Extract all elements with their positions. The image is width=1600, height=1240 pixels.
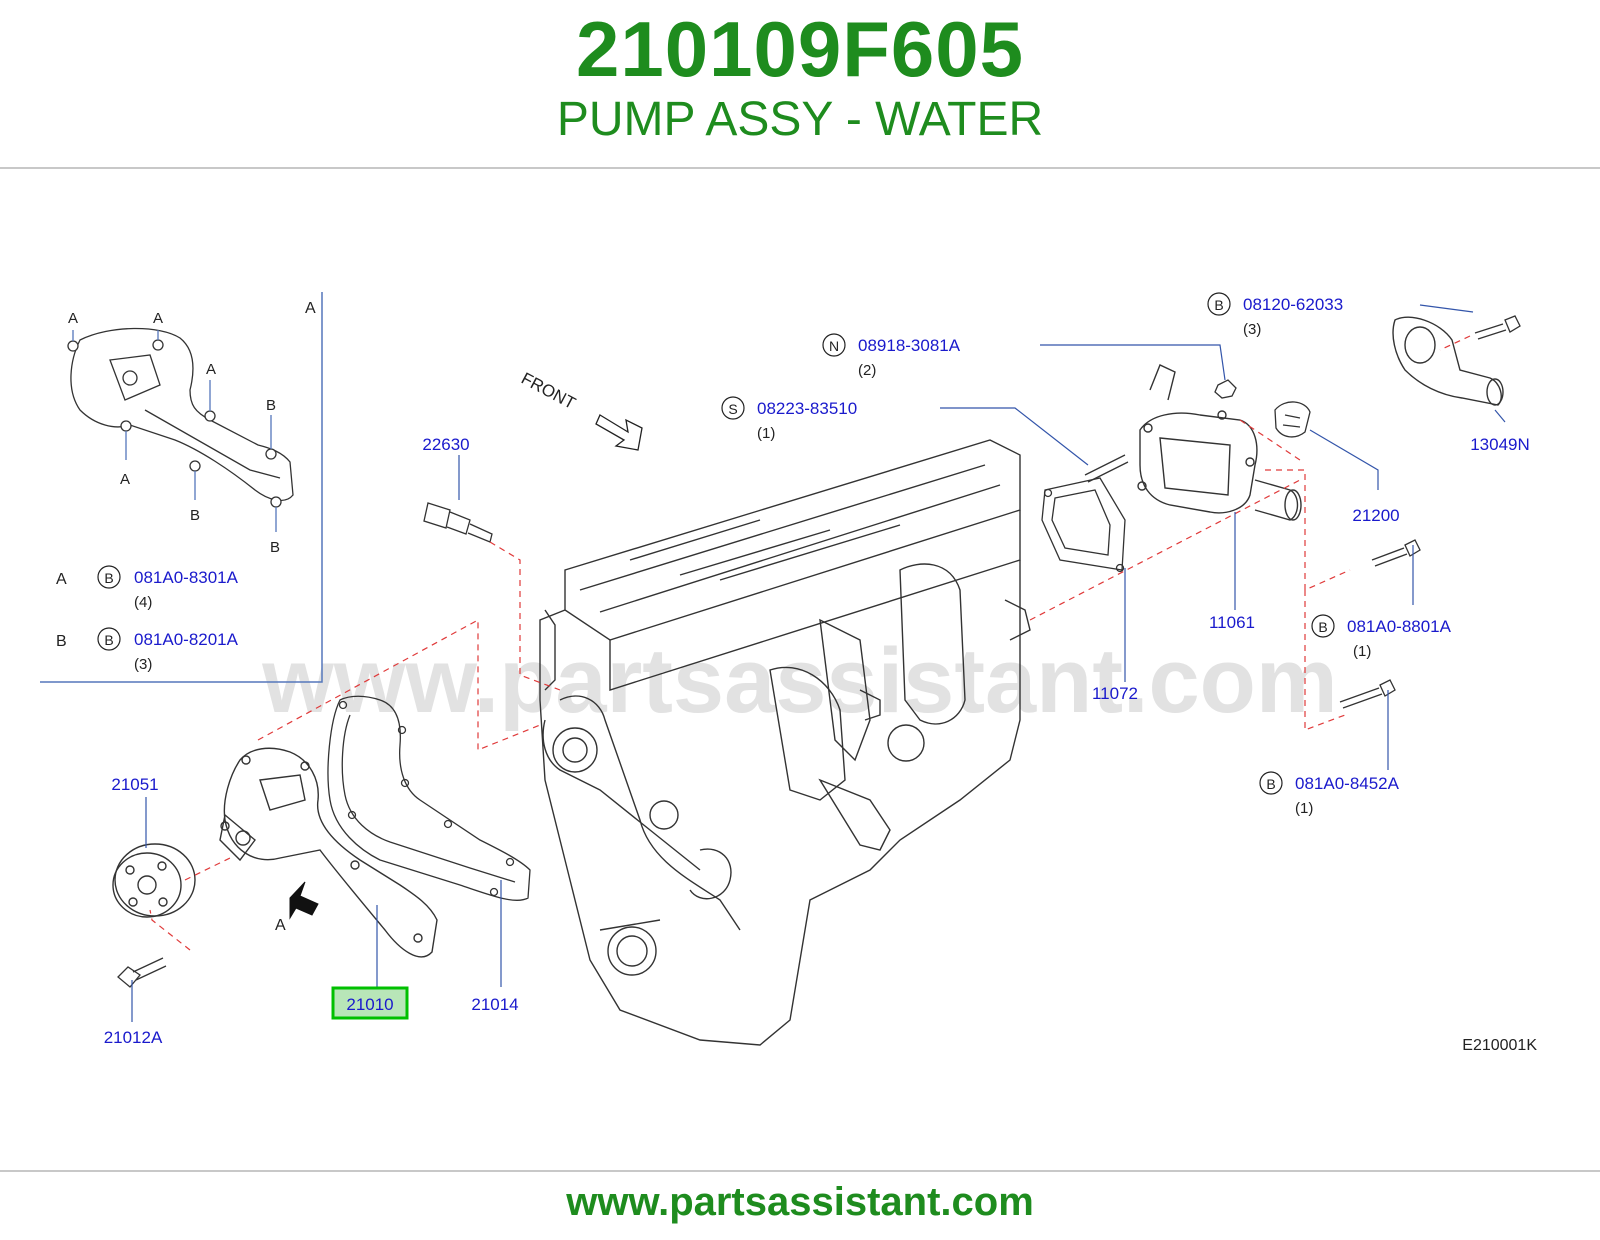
fastener-4-symbol-text: B <box>1318 619 1327 635</box>
fastener-4-part[interactable]: 081A0-8801A <box>1347 617 1452 636</box>
front-arrow-icon <box>595 414 643 451</box>
callout-11061[interactable]: 11061 <box>1209 613 1255 632</box>
callout-22630[interactable]: 22630 <box>422 435 469 454</box>
inset-legend-qty-a: (4) <box>134 594 152 611</box>
fastener-5-part[interactable]: 081A0-8452A <box>1295 774 1400 793</box>
part-number-title: 210109F605 <box>575 5 1025 93</box>
fastener-1-qty: (3) <box>1243 321 1261 338</box>
bolt-21012a-drawing <box>117 957 167 988</box>
water-pump-drawing <box>219 747 438 958</box>
fastener-3-symbol <box>721 396 745 420</box>
inset-legend-symbol-a-text: B <box>104 570 113 586</box>
inset-point-b3: B <box>270 539 280 556</box>
inset-point-b1: B <box>266 397 276 414</box>
part-name-subtitle: PUMP ASSY - WATER <box>556 93 1044 146</box>
inset-point-a2: A <box>153 310 163 327</box>
fastener-2-symbol-text: N <box>829 338 839 354</box>
bolt-right-drawings <box>1339 315 1521 709</box>
inset-point-a3: A <box>206 361 216 378</box>
callout-21012a[interactable]: 21012A <box>104 1028 163 1047</box>
temp-sensor-drawing <box>423 502 493 543</box>
fastener-1-symbol <box>1207 292 1231 316</box>
engine-block-drawing <box>539 439 1031 1046</box>
inset-legend-symbol-a <box>97 565 121 589</box>
view-a-arrow-icon <box>289 881 319 920</box>
inset-legend-part-a[interactable]: 081A0-8301A <box>134 568 239 587</box>
watermark-text: www.partsassistant.com <box>261 630 1337 732</box>
water-pump-gasket-drawing <box>327 695 531 901</box>
thermostat-drawing <box>1274 401 1311 438</box>
thermostat-housing-drawing <box>1137 364 1302 521</box>
water-outlet-drawing <box>1392 316 1504 406</box>
alignment-dashed-lines <box>149 335 1471 951</box>
inset-legend-symbol-b-text: B <box>104 632 113 648</box>
callout-21051[interactable]: 21051 <box>111 775 158 794</box>
inset-view-a <box>40 292 323 683</box>
fastener-2-qty: (2) <box>858 362 876 379</box>
fastener-2-symbol <box>822 333 846 357</box>
inset-point-a4: A <box>120 471 130 488</box>
fastener-5-symbol-text: B <box>1266 776 1275 792</box>
fastener-5-qty: (1) <box>1295 800 1313 817</box>
fastener-2-part[interactable]: 08918-3081A <box>858 336 961 355</box>
inset-legend-key-a: A <box>56 571 67 588</box>
inset-legend-key-b: B <box>56 633 67 650</box>
footer-url-link[interactable]: www.partsassistant.com <box>566 1180 1034 1224</box>
inset-legend-part-b[interactable]: 081A0-8201A <box>134 630 239 649</box>
callout-11072[interactable]: 11072 <box>1092 684 1138 703</box>
highlight-box-21010 <box>331 986 409 1020</box>
view-a-arrow-label: A <box>275 917 286 934</box>
inset-point-a1: A <box>68 310 78 327</box>
fastener-3-part[interactable]: 08223-83510 <box>757 399 857 418</box>
front-direction-label: FRONT <box>518 369 579 413</box>
fastener-1-part[interactable]: 08120-62033 <box>1243 295 1343 314</box>
footer-divider <box>0 1170 1600 1172</box>
inset-legend-qty-b: (3) <box>134 656 152 673</box>
thermostat-gasket-drawing <box>1041 477 1126 573</box>
inset-view-label: A <box>305 300 316 317</box>
stud-drawing <box>1084 454 1129 483</box>
fastener-1-symbol-text: B <box>1214 297 1223 313</box>
fastener-4-qty: (1) <box>1353 643 1371 660</box>
nut-drawing <box>1214 379 1237 399</box>
inset-legend-symbol-b <box>97 627 121 651</box>
header-divider <box>0 167 1600 169</box>
fastener-5-symbol <box>1259 771 1283 795</box>
inset-point-b2: B <box>190 507 200 524</box>
callout-13049n[interactable]: 13049N <box>1470 435 1530 454</box>
fastener-3-symbol-text: S <box>728 401 737 417</box>
pulley-drawing <box>112 843 196 918</box>
callout-21014[interactable]: 21014 <box>471 995 518 1014</box>
diagram-code: E210001K <box>1462 1037 1537 1054</box>
fastener-4-symbol <box>1311 614 1335 638</box>
callout-21010[interactable]: 21010 <box>346 995 393 1014</box>
fastener-3-qty: (1) <box>757 425 775 442</box>
callout-21200[interactable]: 21200 <box>1352 506 1399 525</box>
callout-leader-lines <box>131 304 1506 1022</box>
